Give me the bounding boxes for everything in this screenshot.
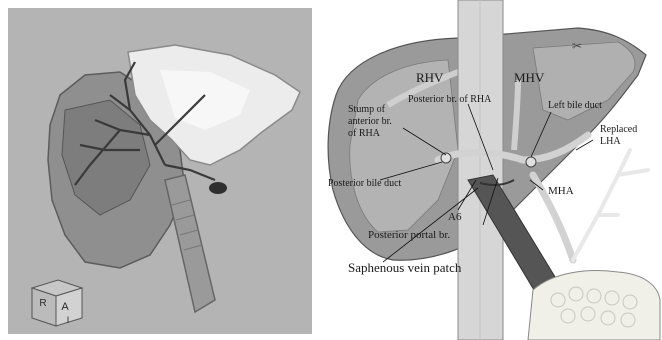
arterial-branches	[573, 150, 648, 260]
cube-face-anterior: A	[61, 301, 69, 313]
label-stump-line3: of RHA	[348, 128, 381, 139]
posterior-bile-duct-stump	[441, 153, 451, 163]
label-posterior-bile-duct: Posterior bile duct	[328, 178, 402, 189]
liver-3d-render: A R I	[0, 0, 318, 340]
label-a6: A6	[448, 211, 462, 223]
clip-icon: ✂	[572, 39, 582, 53]
label-posterior-portal-br: Posterior portal br.	[368, 229, 450, 241]
label-left-bile-duct: Left bile duct	[548, 100, 602, 111]
liver-3d-render-panel: A R I	[0, 0, 318, 340]
label-rhv: RHV	[416, 70, 444, 85]
label-stump-line1: Stump of	[348, 104, 386, 115]
label-mhv: MHV	[514, 70, 545, 85]
cube-face-inferior: I	[67, 315, 70, 325]
portal-stump	[209, 182, 227, 194]
orientation-cube: A R I	[32, 280, 82, 326]
pancreas	[528, 271, 660, 340]
label-posterior-br-rha: Posterior br. of RHA	[408, 94, 492, 105]
label-replaced-line2: LHA	[600, 136, 621, 147]
anatomy-illustration: ✂ RHV MHV Posterior br. of RHA Stump of …	[318, 0, 662, 340]
anatomy-illustration-panel: ✂ RHV MHV Posterior br. of RHA Stump of …	[318, 0, 662, 340]
label-replaced-line1: Replaced	[600, 124, 637, 135]
label-mha: MHA	[548, 185, 574, 197]
label-saphenous-vein-patch: Saphenous vein patch	[348, 260, 462, 275]
label-stump-line2: anterior br.	[348, 116, 392, 127]
cube-face-right: R	[39, 298, 46, 309]
left-bile-duct-stump	[526, 157, 536, 167]
